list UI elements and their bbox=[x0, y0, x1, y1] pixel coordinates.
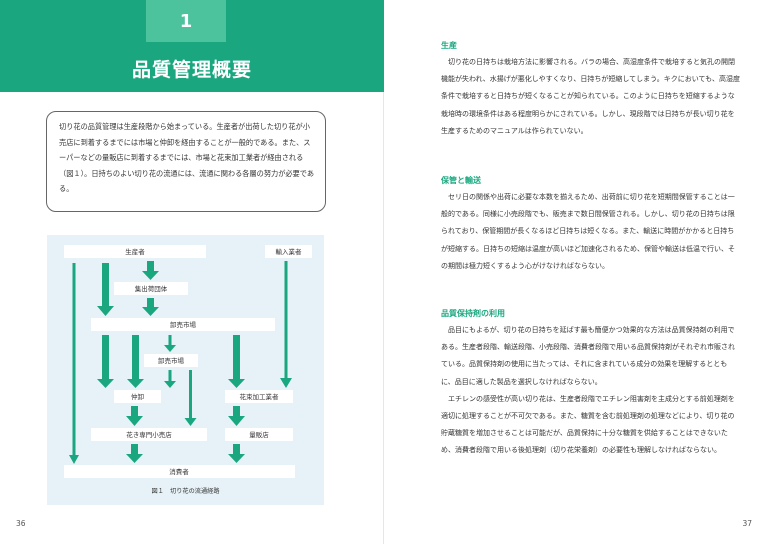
page-number-left: 36 bbox=[16, 519, 26, 528]
arrow-market-sub bbox=[164, 335, 176, 352]
section-heading: 生産 bbox=[441, 41, 457, 50]
node-importer-box bbox=[265, 245, 312, 258]
right-page: 37 bbox=[384, 0, 768, 544]
arrow-bouquet-retailer bbox=[228, 406, 245, 426]
node-wholesale-market: 卸売市場 bbox=[170, 320, 197, 329]
node-broker-box bbox=[114, 390, 161, 403]
node-importer: 輸入業者 bbox=[276, 247, 303, 256]
arrow-collector-market bbox=[142, 298, 159, 316]
node-consumer: 消費者 bbox=[169, 467, 189, 476]
node-broker: 仲卸 bbox=[131, 392, 145, 401]
section-paragraph: 切り花の日持ちは栽培方法に影響される。バラの場合、高湿度条件で栽培すると気孔の開… bbox=[441, 58, 740, 135]
node-consumer-box bbox=[64, 465, 295, 478]
arrow-sub-florist bbox=[184, 370, 197, 426]
arrow-broker-florist bbox=[126, 406, 143, 426]
section-paragraph: エチレンの感受性が高い切り花は、生産者段階でエチレン阻害剤を主成分とする前処理剤… bbox=[441, 394, 735, 455]
node-producer-box bbox=[64, 245, 206, 258]
node-mass-retailer: 量販店 bbox=[249, 430, 269, 439]
node-wholesale-sub-box bbox=[144, 354, 198, 367]
arrow-producer-consumer bbox=[69, 263, 79, 464]
figure-caption: 図１ 切り花の流通経路 bbox=[151, 488, 220, 495]
node-collector: 集出荷団体 bbox=[135, 284, 168, 293]
chapter-number-tab bbox=[146, 0, 226, 42]
summary-box: 切り花の品質管理は生産段階から始まっている。生産者が出荷した切り花が小売店に到着… bbox=[46, 111, 326, 212]
section-storage-transport: 保管と輸送 セリ日の関係や出荷に必要な本数を揃えるため、出荷前に切り花を短期間保… bbox=[441, 175, 741, 275]
node-producer: 生産者 bbox=[125, 247, 145, 256]
node-florist: 花き専門小売店 bbox=[126, 430, 172, 439]
node-bouquet-maker-box bbox=[225, 390, 293, 403]
section-heading: 品質保持剤の利用 bbox=[441, 309, 505, 318]
arrow-sub-broker bbox=[164, 370, 176, 388]
arrow-retailer-consumer bbox=[228, 444, 245, 463]
node-collector-box bbox=[114, 282, 188, 295]
arrow-producer-market-left bbox=[97, 263, 114, 316]
section-heading: 保管と輸送 bbox=[441, 176, 481, 185]
node-wholesale-market-box bbox=[91, 318, 275, 331]
summary-text: 切り花の品質管理は生産段階から始まっている。生産者が出荷した切り花が小売店に到着… bbox=[59, 122, 315, 193]
section-preservative: 品質保持剤の利用 品目にもよるが、切り花の日持ちを延ばす最も簡便かつ効果的な方法… bbox=[441, 308, 741, 460]
left-page: 1 品質管理概要 切り花の品質管理は生産段階から始まっている。生産者が出荷した切… bbox=[0, 0, 384, 544]
page-number-right: 37 bbox=[742, 519, 752, 528]
arrow-market-bouquet bbox=[228, 335, 245, 388]
node-wholesale-sub: 卸売市場 bbox=[158, 356, 185, 365]
arrow-importer-bouquet bbox=[280, 261, 292, 388]
arrow-producer-collector bbox=[142, 261, 159, 280]
distribution-diagram: 生産者 輸入業者 集出荷団体 卸売市場 卸売市場 仲卸 花束加工業者 花き専門小… bbox=[47, 235, 324, 505]
node-mass-retailer-box bbox=[225, 428, 293, 441]
node-bouquet-maker: 花束加工業者 bbox=[240, 392, 280, 401]
arrow-market-broker-2 bbox=[127, 335, 144, 388]
chapter-title: 品質管理概要 bbox=[131, 59, 252, 81]
node-florist-box bbox=[91, 428, 207, 441]
arrow-florist-consumer bbox=[126, 444, 143, 463]
chapter-number: 1 bbox=[179, 11, 193, 32]
distribution-diagram-svg: 生産者 輸入業者 集出荷団体 卸売市場 卸売市場 仲卸 花束加工業者 花き専門小… bbox=[64, 245, 312, 478]
arrow-market-broker-1 bbox=[97, 335, 114, 388]
section-production: 生産 切り花の日持ちは栽培方法に影響される。バラの場合、高湿度条件で栽培すると気… bbox=[441, 40, 741, 140]
section-paragraph: セリ日の関係や出荷に必要な本数を揃えるため、出荷前に切り花を短期間保管することは… bbox=[441, 193, 735, 270]
section-paragraph: 品目にもよるが、切り花の日持ちを延ばす最も簡便かつ効果的な方法は品質保持剤の利用… bbox=[441, 326, 735, 386]
